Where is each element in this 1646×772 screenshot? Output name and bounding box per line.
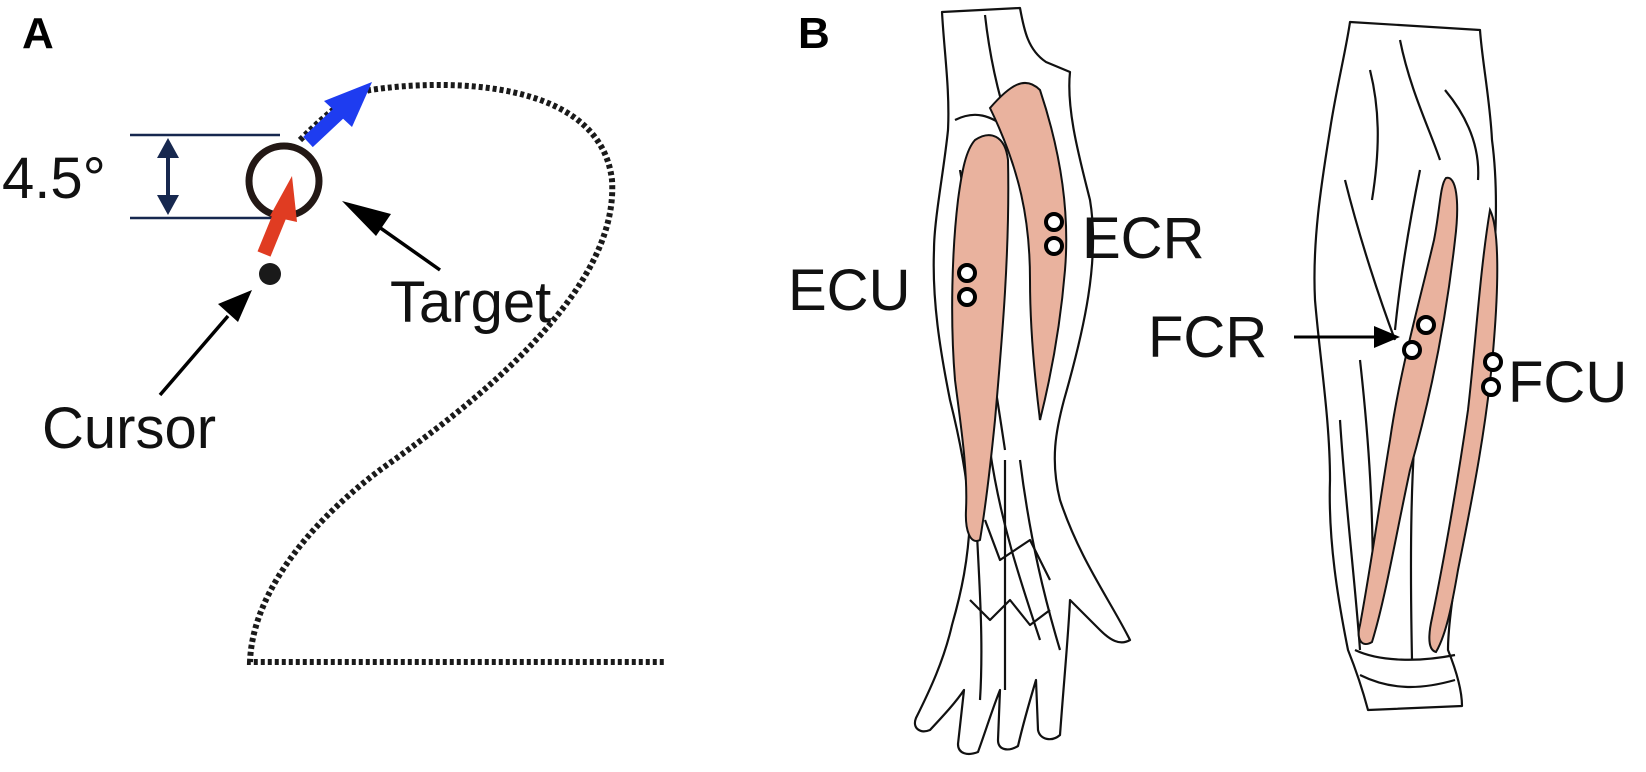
- panel-a-letter: A: [22, 9, 54, 58]
- fcr-label: FCR: [1148, 305, 1267, 370]
- fcr-muscle: [1357, 176, 1459, 645]
- fcu-label: FCU: [1508, 350, 1627, 415]
- ecr-label: ECR: [1082, 206, 1204, 271]
- fcu-muscle: [1428, 206, 1499, 654]
- cursor-pointer-arrow: [158, 290, 252, 397]
- ecu-label: ECU: [788, 258, 910, 323]
- panel-b: B ECR E: [788, 6, 1627, 755]
- fcr-pointer-arrow: [1294, 326, 1400, 348]
- ecu-electrodes: [957, 263, 977, 307]
- panel-a: A 4.5° Target: [2, 9, 665, 665]
- degree-label: 4.5°: [2, 146, 106, 211]
- target-label: Target: [390, 270, 551, 335]
- cursor-dot: [259, 263, 281, 285]
- degree-bracket: [130, 133, 280, 220]
- ecr-electrodes: [1044, 212, 1064, 256]
- fcu-electrodes: [1481, 352, 1503, 397]
- target-pointer-arrow: [342, 201, 442, 272]
- cursor-label: Cursor: [42, 396, 216, 461]
- cursor-arrow: [257, 176, 297, 257]
- trajectory-path: [246, 81, 665, 665]
- fcr-electrodes: [1402, 315, 1436, 360]
- ecu-muscle: [951, 134, 1010, 542]
- panel-b-letter: B: [798, 9, 830, 58]
- ecr-muscle: [988, 81, 1068, 421]
- direction-arrow: [303, 82, 372, 148]
